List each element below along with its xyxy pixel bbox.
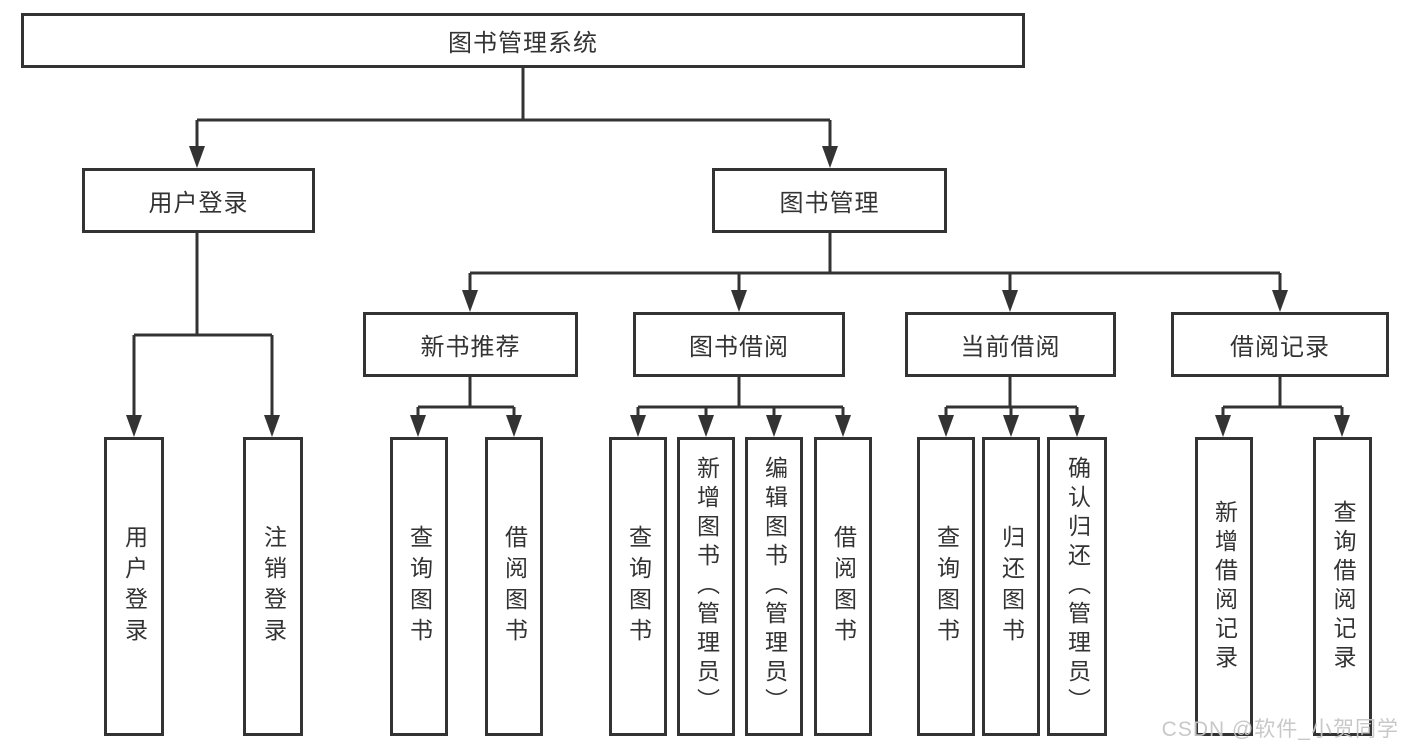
leaf-borrow-borrow-book-label: 借阅图书 <box>830 524 857 649</box>
node-borrow-records: 借阅记录 <box>1171 312 1389 377</box>
node-new-book-recommend: 新书推荐 <box>363 312 578 377</box>
leaf-records-query-record: 查询借阅记录 <box>1313 437 1372 736</box>
node-user-login-label: 用户登录 <box>148 190 249 217</box>
leaf-borrow-borrow-book: 借阅图书 <box>814 437 872 736</box>
node-root-system-label: 图书管理系统 <box>448 30 598 57</box>
node-book-borrow: 图书借阅 <box>633 312 845 377</box>
leaf-borrow-edit-book-admin: 编辑图书（管理员） <box>745 437 803 736</box>
node-root-system: 图书管理系统 <box>21 13 1025 68</box>
leaf-user-login: 用户登录 <box>104 437 164 736</box>
leaf-records-add-record-label: 新增借阅记录 <box>1211 499 1238 674</box>
node-borrow-records-label: 借阅记录 <box>1230 334 1330 361</box>
leaf-borrow-add-book-admin: 新增图书（管理员） <box>677 437 735 736</box>
leaf-borrow-query-book-label: 查询图书 <box>625 524 652 649</box>
leaf-current-return-book-label: 归还图书 <box>998 524 1025 649</box>
arrowhead-icons <box>126 146 1350 437</box>
tree-edges <box>132 68 1344 419</box>
leaf-logout-label: 注销登录 <box>260 524 287 649</box>
leaf-records-add-record: 新增借阅记录 <box>1195 437 1253 736</box>
node-book-management-label: 图书管理 <box>779 190 880 217</box>
leaf-borrow-query-book: 查询图书 <box>609 437 667 736</box>
leaf-user-login-label: 用户登录 <box>121 524 148 649</box>
leaf-current-confirm-return-admin-label: 确认归还（管理员） <box>1064 456 1091 717</box>
leaf-borrow-add-book-admin-label: 新增图书（管理员） <box>693 456 720 717</box>
leaf-recommend-query-book-label: 查询图书 <box>406 524 433 649</box>
leaf-recommend-query-book: 查询图书 <box>390 437 448 736</box>
node-current-borrow-label: 当前借阅 <box>960 334 1061 361</box>
leaf-current-query-book: 查询图书 <box>917 437 975 736</box>
node-current-borrow: 当前借阅 <box>905 312 1116 377</box>
node-new-book-recommend-label: 新书推荐 <box>420 334 521 361</box>
leaf-recommend-borrow-book: 借阅图书 <box>485 437 543 736</box>
node-book-borrow-label: 图书借阅 <box>689 334 789 361</box>
leaf-borrow-edit-book-admin-label: 编辑图书（管理员） <box>761 456 788 717</box>
leaf-recommend-borrow-book-label: 借阅图书 <box>501 524 528 649</box>
node-user-login: 用户登录 <box>82 168 315 233</box>
leaf-current-query-book-label: 查询图书 <box>933 524 960 649</box>
leaf-records-query-record-label: 查询借阅记录 <box>1330 499 1356 674</box>
leaf-current-return-book: 归还图书 <box>982 437 1040 736</box>
node-book-management: 图书管理 <box>712 168 947 233</box>
leaf-logout: 注销登录 <box>243 437 303 736</box>
leaf-current-confirm-return-admin: 确认归还（管理员） <box>1047 437 1107 736</box>
